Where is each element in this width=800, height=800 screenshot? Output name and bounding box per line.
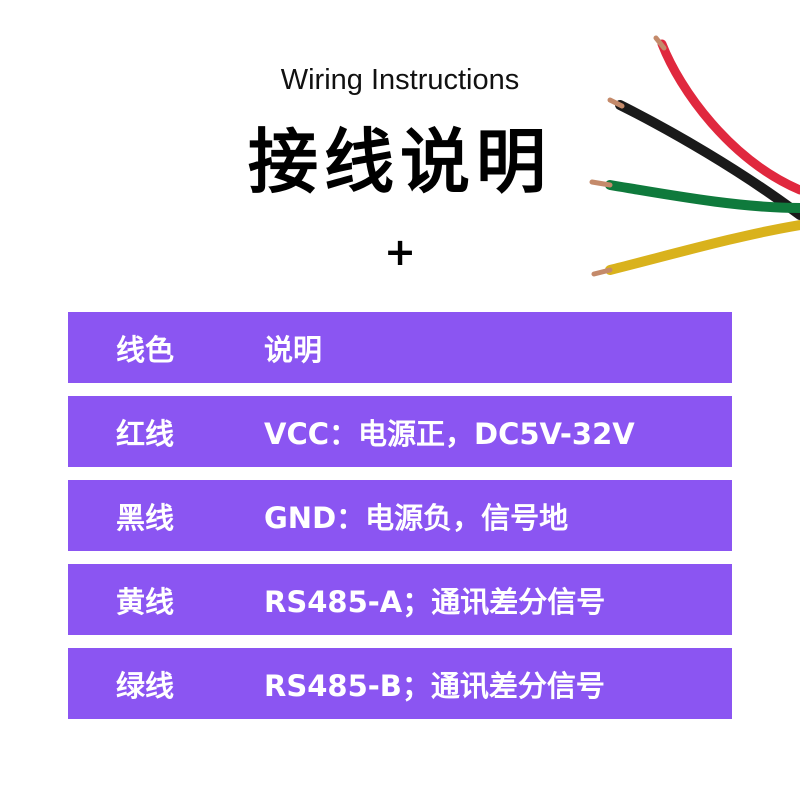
yellow-wire-tip [591, 267, 613, 277]
wire-color-cell: 绿线 [116, 668, 175, 703]
red-wire [657, 39, 800, 195]
wire-color-cell: 红线 [116, 416, 175, 451]
table-header-row: 线色 说明 [68, 312, 732, 383]
page-title: 接线说明 [248, 121, 552, 203]
wire-bundle-image [589, 35, 800, 277]
wire-color-cell: 黑线 [116, 500, 175, 535]
yellow-wire [605, 220, 800, 275]
plus-symbol: + [384, 230, 416, 274]
black-wire-tip [607, 97, 625, 109]
wiring-table: 线色 说明 红线 VCC：电源正，DC5V-32V 黑线 GND：电源负，信号地… [68, 312, 732, 732]
black-wire [615, 100, 800, 220]
wire-color-cell: 黄线 [116, 584, 175, 619]
table-row: 黄线 RS485-A；通讯差分信号 [68, 564, 732, 635]
description-cell: RS485-B；通讯差分信号 [264, 668, 605, 703]
header-description: 说明 [264, 332, 323, 367]
header-wire-color: 线色 [116, 332, 175, 367]
table-row: 绿线 RS485-B；通讯差分信号 [68, 648, 732, 719]
green-wire-tip [589, 179, 613, 188]
description-cell: RS485-A；通讯差分信号 [264, 584, 606, 619]
table-row: 黑线 GND：电源负，信号地 [68, 480, 732, 551]
subtitle-english: Wiring Instructions [280, 64, 520, 96]
green-wire [605, 180, 800, 213]
red-wire-tip [653, 35, 667, 51]
description-cell: VCC：电源正，DC5V-32V [264, 416, 635, 451]
description-cell: GND：电源负，信号地 [264, 500, 569, 535]
table-row: 红线 VCC：电源正，DC5V-32V [68, 396, 732, 467]
